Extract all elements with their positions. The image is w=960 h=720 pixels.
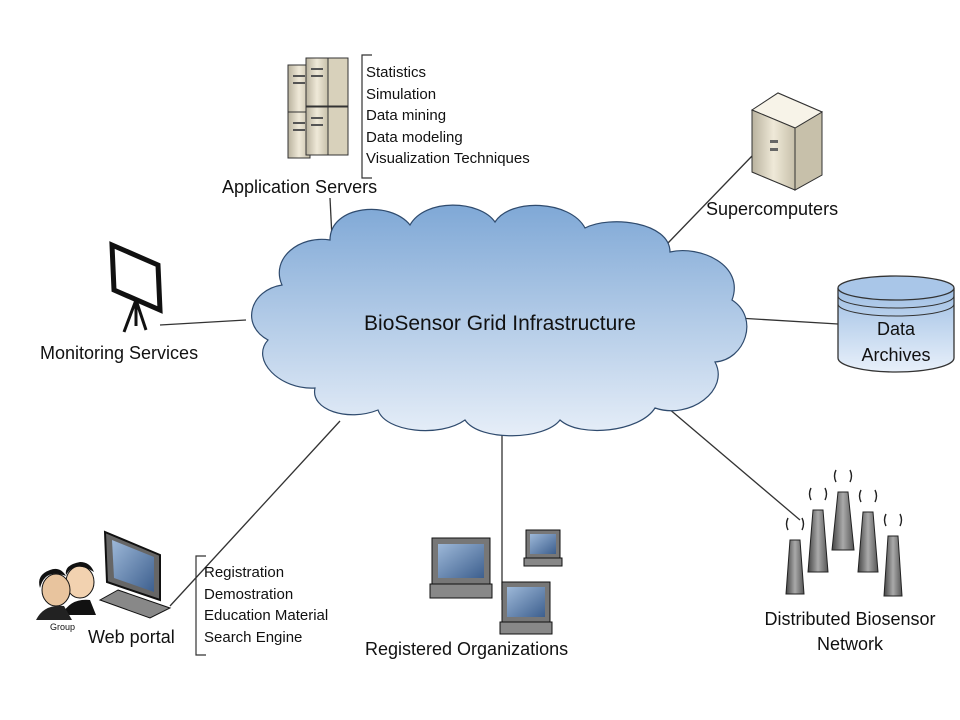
data-archives-label-line1: Data xyxy=(876,319,916,339)
feature-simulation: Simulation xyxy=(366,85,437,103)
monitoring-services-label: Monitoring Services xyxy=(40,343,199,363)
antenna-sensor-icon xyxy=(785,491,903,597)
application-servers-bracket xyxy=(361,54,372,179)
database-icon xyxy=(837,275,955,373)
biosensor-network-label-line1: Distributed Biosensor xyxy=(764,609,936,629)
supercomputers-label: Supercomputers xyxy=(706,199,839,219)
workstation-icon xyxy=(429,529,563,635)
group-label: Group xyxy=(50,622,76,632)
connector-monitoring-services xyxy=(159,319,247,326)
feature-data-mining: Data mining xyxy=(366,107,447,124)
connector-biosensor-network xyxy=(667,407,801,521)
signal-waves xyxy=(785,469,903,531)
connector-supercomputers xyxy=(667,155,753,244)
grid-cloud xyxy=(251,204,748,437)
projection-screen-icon xyxy=(109,241,163,333)
group-people-icon xyxy=(36,562,96,620)
feature-statistics: Statistics xyxy=(366,64,427,81)
cloud-title: BioSensor Grid Infrastructure xyxy=(364,312,636,335)
application-servers-label: Application Servers xyxy=(222,177,378,197)
feature-visualization: Visualization Techniques xyxy=(366,150,530,167)
feature-search-engine: Search Engine xyxy=(204,628,303,646)
feature-demostration: Demostration xyxy=(204,585,294,603)
feature-education-material: Education Material xyxy=(204,607,329,624)
connector-lines xyxy=(159,155,839,607)
feature-data-modeling: Data modeling xyxy=(366,128,463,146)
monitor-icon xyxy=(98,530,172,619)
registered-organizations-label: Registered Organizations xyxy=(365,639,569,659)
tower-computer-icon xyxy=(750,92,824,191)
web-portal-bracket xyxy=(195,555,206,656)
web-portal-label: Web portal xyxy=(88,627,175,647)
feature-registration: Registration xyxy=(204,564,285,581)
server-rack-icon xyxy=(287,57,349,159)
data-archives-label-line2: Archives xyxy=(861,345,931,365)
connector-web-portal xyxy=(169,420,341,607)
biosensor-network-label-line2: Network xyxy=(816,634,883,654)
connector-data-archives xyxy=(737,317,839,325)
